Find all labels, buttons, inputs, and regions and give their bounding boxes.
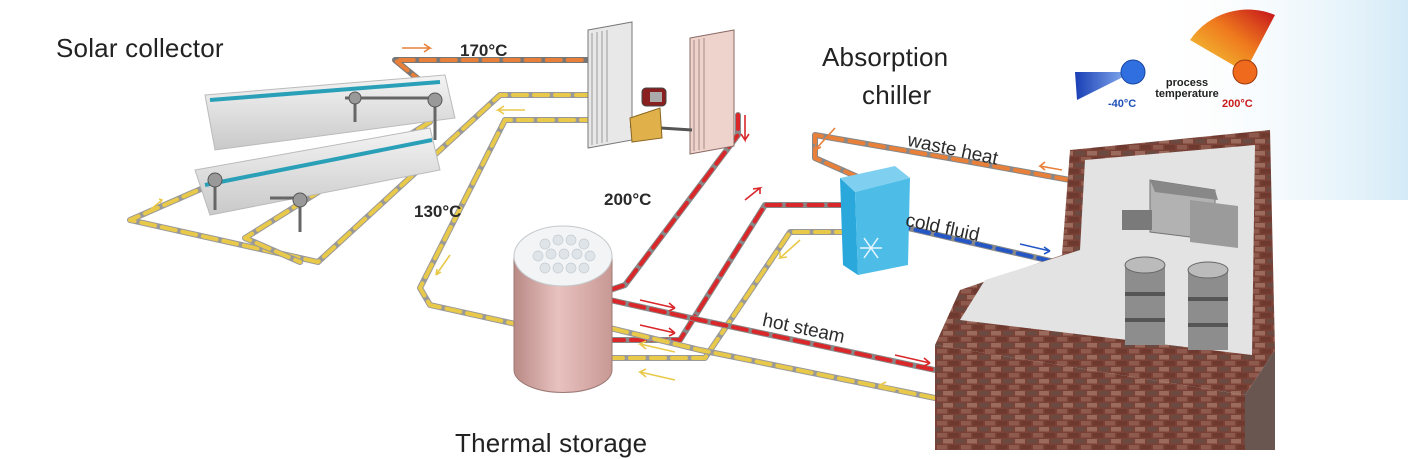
flow-arrows [149, 43, 1063, 393]
solar-collector-label: Solar collector [56, 33, 224, 63]
hot-gauge-knob [1232, 59, 1258, 85]
thermal-storage-tank [513, 225, 613, 393]
absorption-chiller-label-line2: chiller [862, 80, 932, 110]
solar-collector [194, 74, 456, 232]
absorption-chiller-label-line1: Absorption [822, 42, 949, 72]
temp-label-200: 200°C [604, 190, 652, 209]
factory-building [935, 130, 1275, 450]
temperature-legend [1075, 9, 1275, 100]
turbine-unit [587, 21, 735, 155]
snowflake-icon [860, 237, 882, 259]
legend-process-line1: process [1165, 77, 1209, 89]
legend-process-line2: temperature [1155, 88, 1219, 100]
pipe-network [127, 57, 1073, 401]
cold-gauge-fan [1075, 72, 1133, 100]
cold-gauge-knob [1120, 59, 1146, 85]
hot-gauge-fan [1190, 9, 1275, 72]
thermal-storage-label: Thermal storage [455, 428, 648, 458]
temp-label-170: 170°C [460, 41, 508, 60]
legend-max-temp: 200°C [1222, 98, 1253, 110]
legend-min-temp: -40°C [1108, 98, 1137, 110]
temp-label-130: 130°C [414, 202, 462, 221]
absorption-chiller [840, 166, 910, 275]
